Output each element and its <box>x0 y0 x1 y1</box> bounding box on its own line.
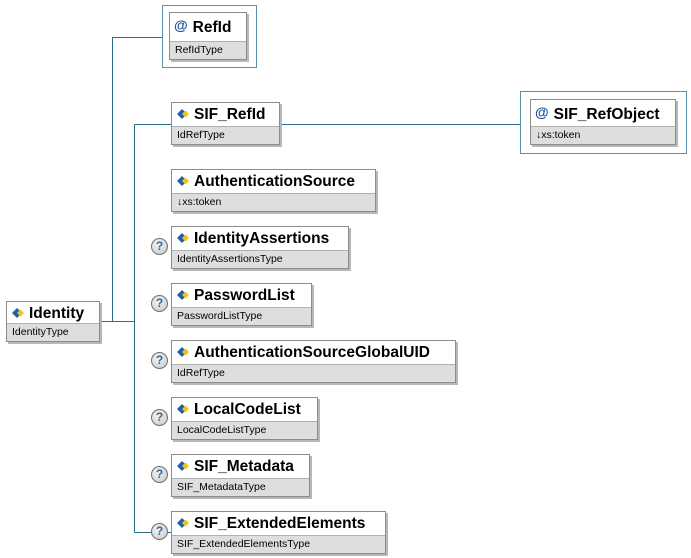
element-label: SIF_Metadata <box>194 458 294 475</box>
element-node-authenticationsourceglobaluid[interactable]: AuthenticationSourceGlobalUID IdRefType <box>171 340 456 383</box>
optional-icon: ? <box>151 466 168 483</box>
element-label: AuthenticationSourceGlobalUID <box>194 344 430 361</box>
attribute-icon: @ <box>174 17 188 33</box>
attribute-frame-sif-refobject: @SIF_RefObject ↓xs:token <box>520 91 687 154</box>
element-type: ↓xs:token <box>172 193 375 211</box>
element-icon <box>177 518 189 528</box>
element-type: LocalCodeListType <box>172 421 317 439</box>
identity-label: Identity <box>29 305 85 322</box>
element-icon <box>177 233 189 243</box>
optional-icon: ? <box>151 523 168 540</box>
element-label: LocalCodeList <box>194 401 301 418</box>
element-icon <box>177 176 189 186</box>
element-icon <box>12 308 24 318</box>
element-node-identityassertions[interactable]: IdentityAssertions IdentityAssertionsTyp… <box>171 226 349 269</box>
attribute-frame-refid: @RefId RefIdType <box>162 5 257 68</box>
element-icon <box>177 347 189 357</box>
element-label: AuthenticationSource <box>194 173 356 190</box>
element-node-localcodelist[interactable]: LocalCodeList LocalCodeListType <box>171 397 318 440</box>
element-node-sif-extendedelements[interactable]: SIF_ExtendedElements SIF_ExtendedElement… <box>171 511 386 554</box>
element-type: IdentityAssertionsType <box>172 250 348 268</box>
element-type: SIF_ExtendedElementsType <box>172 535 385 553</box>
attribute-icon: @ <box>535 104 549 120</box>
element-icon <box>177 109 189 119</box>
optional-icon: ? <box>151 238 168 255</box>
element-node-authenticationsource[interactable]: AuthenticationSource ↓xs:token <box>171 169 376 212</box>
element-type: IdRefType <box>172 364 455 382</box>
identity-type: IdentityType <box>7 323 99 341</box>
element-label: IdentityAssertions <box>194 230 330 247</box>
sif-refobject-label: SIF_RefObject <box>553 106 660 123</box>
element-node-sif-refid[interactable]: SIF_RefId IdRefType <box>171 102 280 145</box>
refid-type: RefIdType <box>170 41 246 59</box>
element-type: SIF_MetadataType <box>172 478 309 496</box>
sif-refobject-attribute-node[interactable]: @SIF_RefObject ↓xs:token <box>530 99 676 145</box>
element-label: PasswordList <box>194 287 295 304</box>
element-icon <box>177 404 189 414</box>
element-icon <box>177 461 189 471</box>
element-node-passwordlist[interactable]: PasswordList PasswordListType <box>171 283 312 326</box>
element-label: SIF_ExtendedElements <box>194 515 366 532</box>
element-label: SIF_RefId <box>194 106 266 123</box>
sif-refobject-type: ↓xs:token <box>531 126 675 144</box>
refid-label: RefId <box>192 19 232 36</box>
element-type: IdRefType <box>172 126 279 144</box>
optional-icon: ? <box>151 409 168 426</box>
optional-icon: ? <box>151 295 168 312</box>
refid-attribute-node[interactable]: @RefId RefIdType <box>169 12 247 60</box>
element-type: PasswordListType <box>172 307 311 325</box>
identity-node[interactable]: Identity IdentityType <box>6 301 100 342</box>
optional-icon: ? <box>151 352 168 369</box>
element-icon <box>177 290 189 300</box>
element-node-sif-metadata[interactable]: SIF_Metadata SIF_MetadataType <box>171 454 310 497</box>
